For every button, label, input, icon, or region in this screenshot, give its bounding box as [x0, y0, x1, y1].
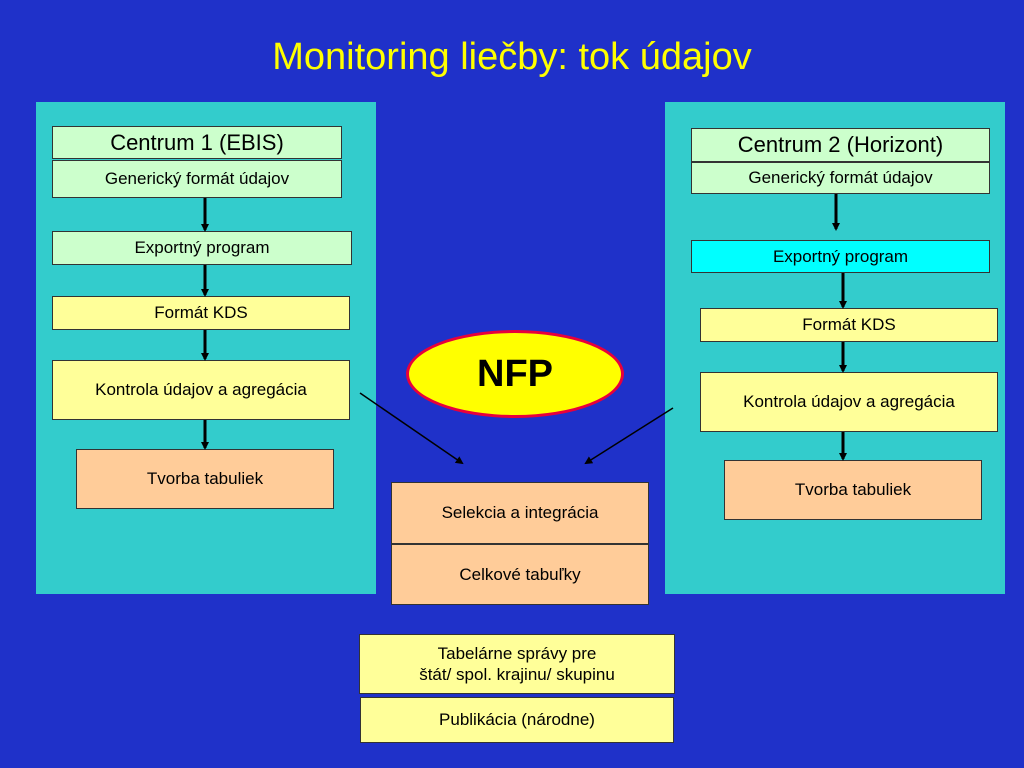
publication-box: Publikácia (národne) — [360, 697, 674, 743]
centrum-2-format-kds: Formát KDS — [700, 308, 998, 342]
tabular-reports-box: Tabelárne správy pre štát/ spol. krajinu… — [359, 634, 675, 694]
centrum-1-header: Centrum 1 (EBIS) — [52, 126, 342, 159]
centrum-1-control-aggregation: Kontrola údajov a agregácia — [52, 360, 350, 420]
centrum-1-table-creation: Tvorba tabuliek — [76, 449, 334, 509]
nfp-ellipse: NFP — [406, 330, 624, 418]
selection-integration-box: Selekcia a integrácia — [391, 482, 649, 544]
tabular-reports-line-1: Tabelárne správy pre — [437, 643, 597, 663]
arrow-left-to-selection — [359, 392, 464, 465]
centrum-1-export-program: Exportný program — [52, 231, 352, 265]
page-title: Monitoring liečby: tok údajov — [272, 36, 752, 78]
total-tables-box: Celkové tabuľky — [391, 544, 649, 605]
centrum-1-format-kds: Formát KDS — [52, 296, 350, 330]
centrum-2-control-aggregation: Kontrola údajov a agregácia — [700, 372, 998, 432]
centrum-1-generic-format: Generický formát údajov — [52, 160, 342, 198]
centrum-2-generic-format: Generický formát údajov — [691, 162, 990, 194]
centrum-2-header: Centrum 2 (Horizont) — [691, 128, 990, 162]
centrum-2-table-creation: Tvorba tabuliek — [724, 460, 982, 520]
tabular-reports-line-2: štát/ spol. krajinu/ skupinu — [419, 665, 615, 684]
centrum-2-export-program: Exportný program — [691, 240, 990, 273]
arrow-right-to-selection — [584, 407, 674, 465]
